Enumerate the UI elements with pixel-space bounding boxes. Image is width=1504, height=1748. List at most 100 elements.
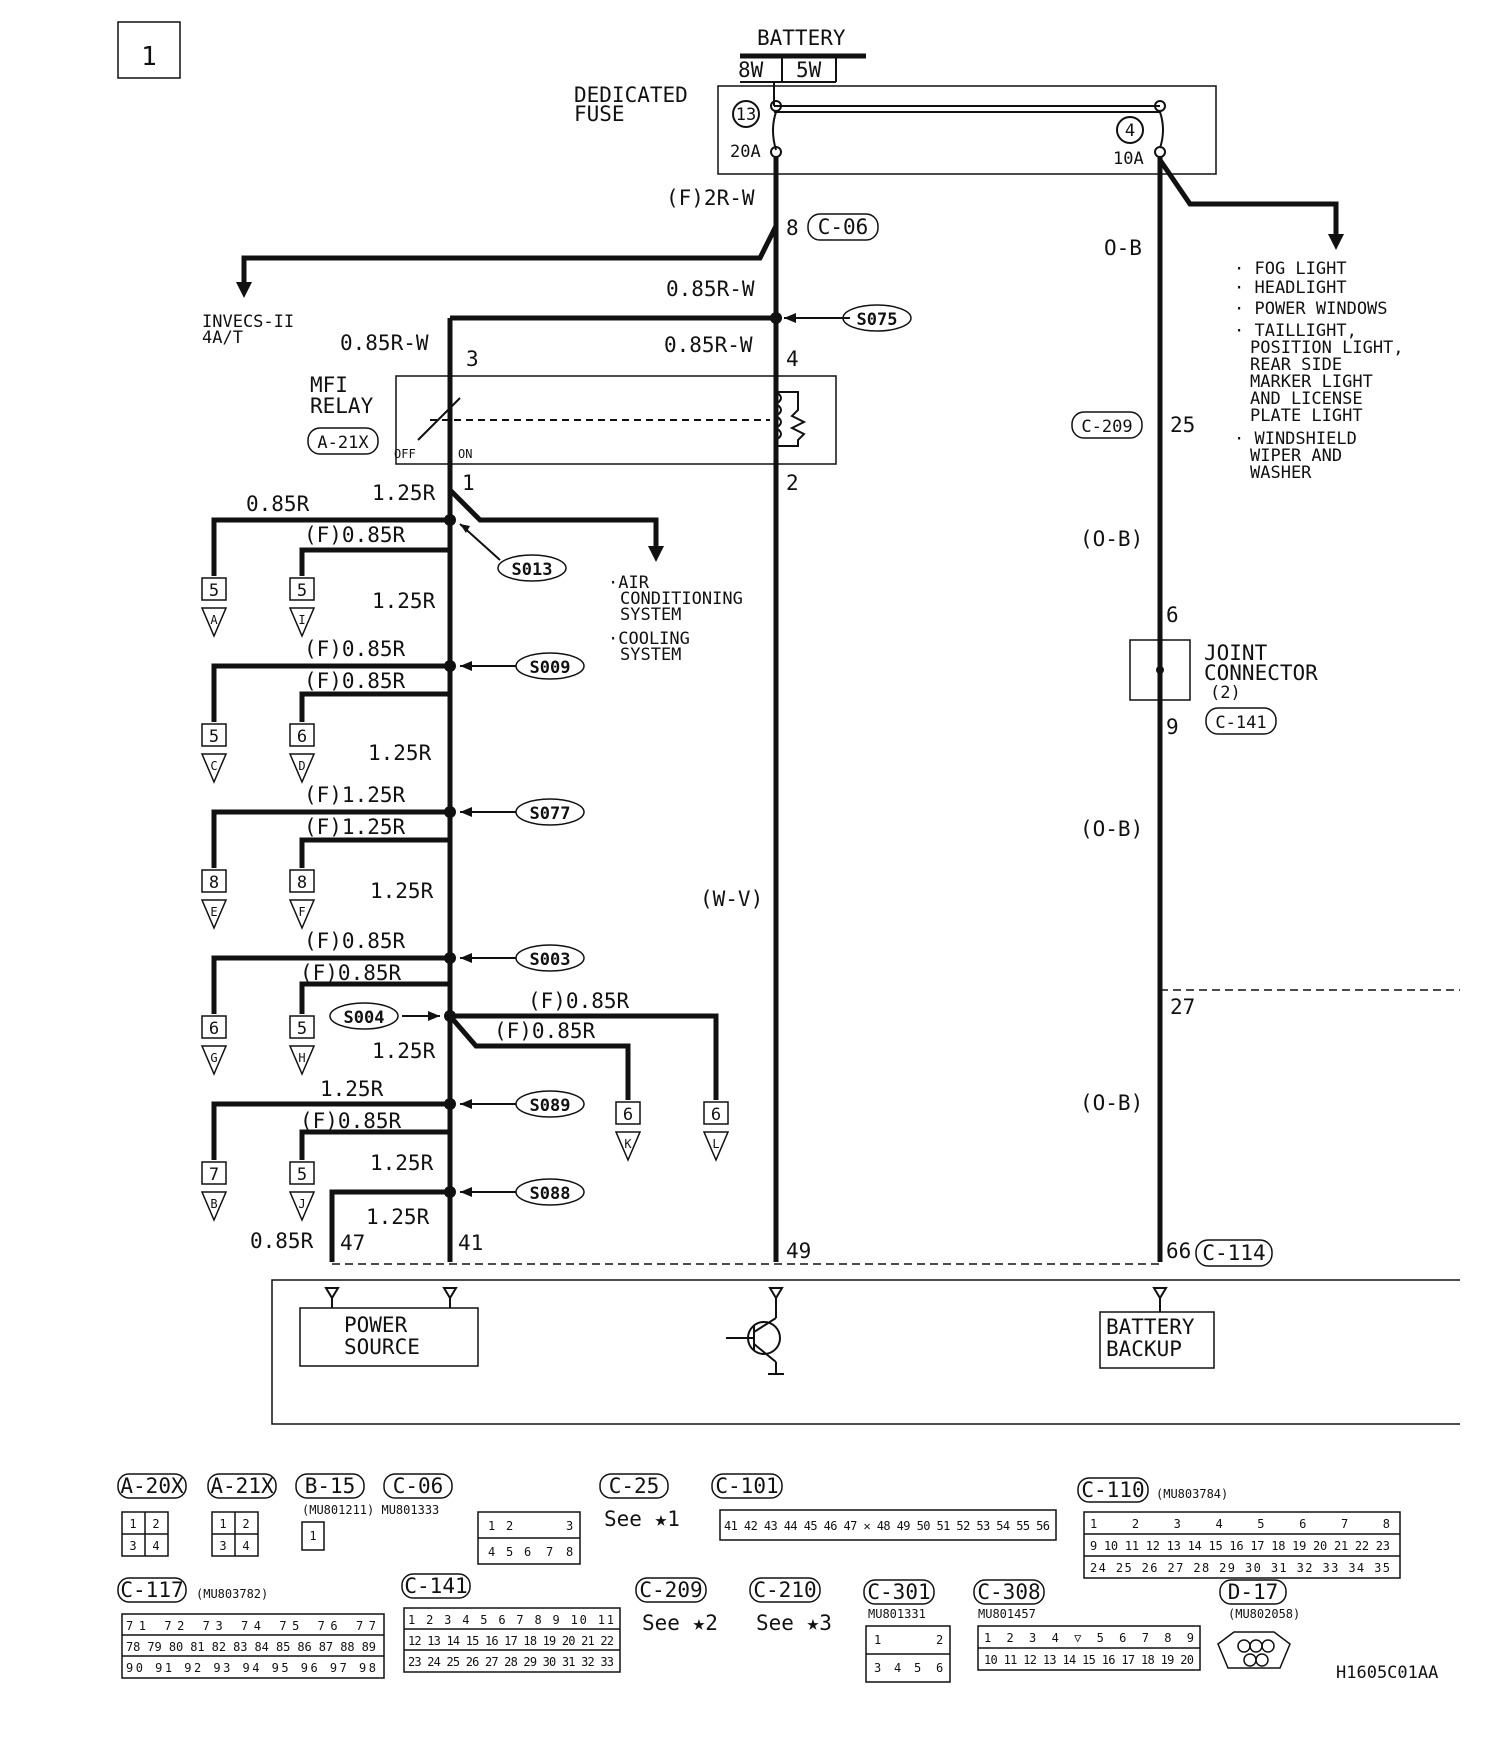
connector-c141 <box>1205 707 1277 735</box>
svg-text:1: 1 <box>874 1633 881 1647</box>
svg-text:71 72 73 74 75 76: 71 72 73 74 75 76 77 <box>126 1619 376 1633</box>
svg-text:(MU802058): (MU802058) <box>1228 1607 1300 1621</box>
splice-s075 <box>842 304 912 332</box>
fuse-13-num: 13 <box>736 105 756 125</box>
cool-label-2: SYSTEM <box>620 645 681 665</box>
wire-125r-c: 1.25R <box>368 741 432 765</box>
svg-text:C-301: C-301 <box>867 1580 930 1604</box>
legend-c141: C-141 1 2 3 4 5 6 7 8 9 10 11 12 13 14 1… <box>401 1573 621 1673</box>
pin-9: 9 <box>1166 715 1179 739</box>
svg-text:S077: S077 <box>530 804 571 824</box>
legend-b15: B-15 (MU801211) MU801333 1 <box>295 1473 439 1551</box>
battery-label: BATTERY <box>757 26 846 50</box>
invecs-label-2: 4A/T <box>202 328 243 348</box>
svg-text:9 10 11 12 13 14 15 16 17 18 1: 9 10 11 12 13 14 15 16 17 18 19 20 21 22… <box>1090 1539 1390 1553</box>
fog-item-9: · WINDSHIELD <box>1234 429 1357 449</box>
svg-text:C-101: C-101 <box>715 1474 778 1498</box>
joint-label-3: (2) <box>1210 683 1241 703</box>
ground-A: 5A <box>200 577 228 638</box>
ground-G: 6G <box>200 1015 228 1076</box>
wire-ob-2: (O-B) <box>1080 817 1143 841</box>
fog-item-11: WASHER <box>1250 463 1312 483</box>
legend-c117: C-117 (MU803782) 71 72 73 74 75 76 77 78… <box>117 1577 385 1679</box>
joint-connector-box <box>1129 639 1191 701</box>
svg-text:6: 6 <box>524 1545 531 1559</box>
splice-s009 <box>515 652 585 680</box>
svg-text:G: G <box>210 1051 217 1065</box>
connector-c06 <box>807 213 879 241</box>
power-source-box <box>299 1307 479 1367</box>
svg-text:S013: S013 <box>512 560 553 580</box>
svg-text:L: L <box>712 1137 719 1151</box>
svg-text:I: I <box>298 613 305 627</box>
fog-item-3: · TAILLIGHT, <box>1234 321 1357 341</box>
svg-text:C-209: C-209 <box>639 1578 702 1602</box>
svg-text:1: 1 <box>488 1519 495 1533</box>
svg-text:7: 7 <box>209 1165 219 1185</box>
svg-text:A-21X: A-21X <box>210 1474 274 1498</box>
fuse-4-rating: 10A <box>1113 149 1144 169</box>
svg-text:C-25: C-25 <box>609 1474 660 1498</box>
legend-c209: C-209 See ★2 <box>635 1577 718 1635</box>
wire-f085-h: (F)0.85R <box>300 1109 402 1133</box>
svg-text:A: A <box>210 613 218 627</box>
splice-s089 <box>515 1090 585 1118</box>
wire-125r-d: 1.25R <box>370 879 434 903</box>
svg-text:C-114: C-114 <box>1202 1241 1265 1265</box>
wire-wv: (W-V) <box>700 887 763 911</box>
svg-text:D: D <box>298 759 305 773</box>
legend-c210: C-210 See ★3 <box>749 1577 832 1635</box>
joint-label-2: CONNECTOR <box>1204 661 1318 685</box>
wire-085rw-b: 0.85R-W <box>340 331 429 355</box>
svg-text:A-21X: A-21X <box>317 433 369 453</box>
svg-text:C: C <box>210 759 217 773</box>
svg-text:5: 5 <box>209 581 219 601</box>
svg-text:S004: S004 <box>344 1008 385 1028</box>
battery-wire-8w: 8W <box>738 58 764 82</box>
svg-text:2: 2 <box>506 1519 513 1533</box>
svg-text:5: 5 <box>297 1019 307 1039</box>
wire-125r-a: 1.25R <box>372 481 436 505</box>
ground-D: 6D <box>288 723 316 784</box>
svg-text:3: 3 <box>219 1539 226 1553</box>
svg-text:B: B <box>210 1197 217 1211</box>
svg-text:A-20X: A-20X <box>120 1474 184 1498</box>
legend-c308: C-308 MU801457 1 2 3 4 ▽ 5 6 7 8 9 10 11… <box>973 1579 1201 1671</box>
fog-item-6: MARKER LIGHT <box>1250 372 1373 392</box>
svg-text:12 13 14 15 16 17 18 19 20 21: 12 13 14 15 16 17 18 19 20 21 22 <box>408 1634 614 1648</box>
svg-text:1: 1 <box>309 1529 316 1543</box>
svg-text:1 2 3 4 ▽ 5 6 7 8 9: 1 2 3 4 ▽ 5 6 7 8 9 <box>984 1631 1194 1645</box>
pin-47: 47 <box>340 1231 365 1255</box>
pin-49: 49 <box>786 1239 811 1263</box>
fuse-13-circle <box>732 100 760 128</box>
wire-f2rw: (F)2R-W <box>666 186 755 210</box>
svg-text:B-15: B-15 <box>305 1474 356 1498</box>
wire-ob-top: O-B <box>1104 236 1142 260</box>
svg-text:90 91 92 93 94 95 96 97: 90 91 92 93 94 95 96 97 98 <box>126 1661 376 1675</box>
mfi-relay-box <box>395 375 837 465</box>
svg-text:S003: S003 <box>530 950 571 970</box>
wire-f125-a: (F)1.25R <box>304 783 406 807</box>
svg-text:H: H <box>298 1051 305 1065</box>
svg-text:K: K <box>624 1137 632 1151</box>
pin-2: 2 <box>786 471 799 495</box>
relay-off: OFF <box>394 447 416 461</box>
wire-085r-top: 0.85R <box>246 492 310 516</box>
splice-s013 <box>497 554 567 582</box>
svg-text:4: 4 <box>488 1545 495 1559</box>
ground-J: 5J <box>288 1161 316 1222</box>
svg-text:S075: S075 <box>857 310 898 330</box>
svg-text:(MU803784): (MU803784) <box>1156 1487 1228 1501</box>
svg-text:4: 4 <box>242 1539 249 1553</box>
wire-125r-e: 1.25R <box>372 1039 436 1063</box>
fog-item-10: WIPER AND <box>1250 446 1342 466</box>
fuse-13-rating: 20A <box>730 142 761 162</box>
fog-item-5: REAR SIDE <box>1250 355 1342 375</box>
svg-text:5: 5 <box>297 1165 307 1185</box>
fuse-4-circle <box>1116 116 1144 144</box>
svg-text:3: 3 <box>566 1519 573 1533</box>
